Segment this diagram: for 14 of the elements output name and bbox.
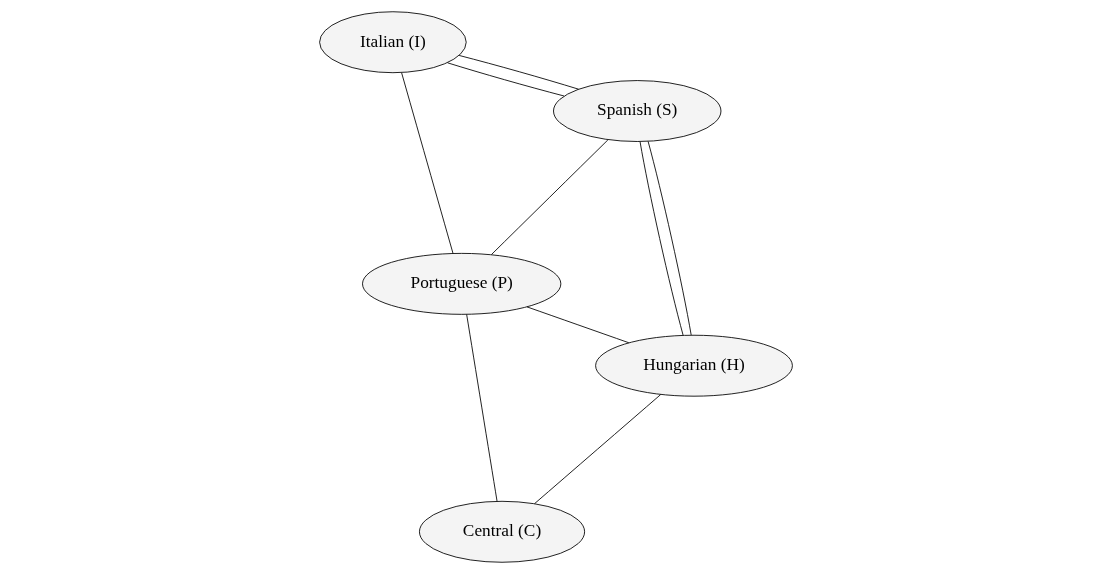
connector xyxy=(639,141,684,336)
connector xyxy=(401,72,454,254)
connector xyxy=(647,140,692,336)
connector xyxy=(447,62,565,97)
node-ellipse: Hungarian (H) xyxy=(595,334,793,397)
node-ellipse: Portuguese (P) xyxy=(362,252,562,315)
connector xyxy=(466,314,498,502)
node-ellipse: Spanish (S) xyxy=(553,80,722,142)
node-ellipse: Central (C) xyxy=(419,500,586,563)
node-ellipse: Italian (I) xyxy=(319,11,467,74)
connector xyxy=(458,55,579,90)
connector xyxy=(491,139,609,255)
connector xyxy=(526,306,630,344)
connector xyxy=(534,394,662,505)
